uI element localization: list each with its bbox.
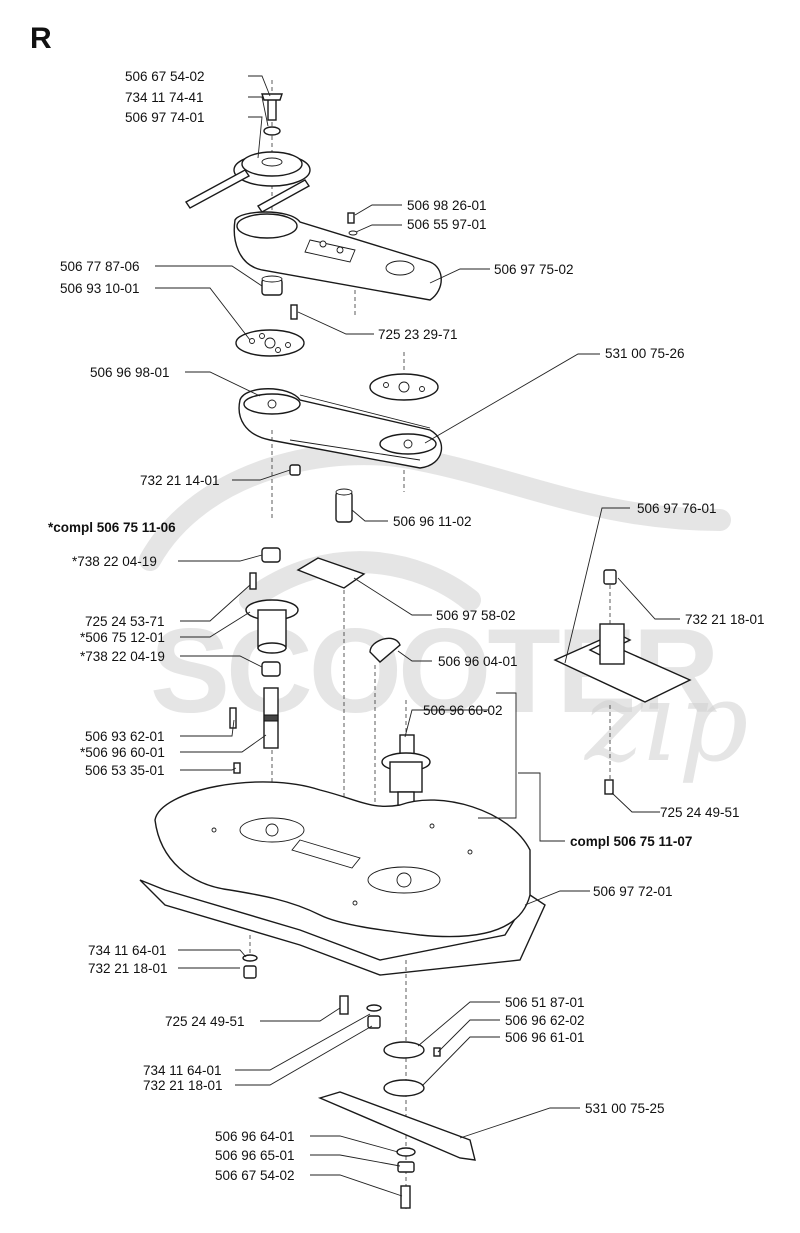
part-label: 734 11 74-41 (125, 90, 204, 105)
pulley-icon (383, 1041, 425, 1059)
washer-icon (242, 954, 258, 962)
part-label: 506 51 87-01 (505, 995, 585, 1010)
part-label: 506 96 04-01 (438, 654, 518, 669)
washer-icon (396, 1147, 416, 1157)
part-label: 725 24 49-51 (165, 1014, 245, 1029)
nut-icon (603, 569, 617, 585)
part-label: 506 97 72-01 (593, 884, 673, 899)
group-label: *compl 506 75 11-06 (48, 520, 176, 535)
bolt-icon (339, 995, 349, 1015)
group-label: compl 506 75 11-07 (570, 834, 692, 849)
mower-deck (139, 781, 546, 976)
part-label: 506 77 87-06 (60, 259, 140, 274)
top-pulley-assembly (184, 80, 311, 230)
belt-end-icon (184, 169, 251, 209)
clip-icon (369, 637, 401, 663)
nut-icon (289, 464, 301, 476)
part-label: 506 67 54-02 (215, 1168, 295, 1183)
bearing-icon (261, 661, 281, 677)
part-label: 725 24 49-51 (660, 805, 740, 820)
part-label: 732 21 14-01 (140, 473, 220, 488)
bearing-icon (261, 547, 281, 563)
nut-icon (367, 1015, 381, 1029)
part-label: *506 96 60-01 (80, 745, 165, 760)
part-label: 506 96 60-02 (423, 703, 503, 718)
bracket-icon (296, 557, 366, 589)
lower-hardware (242, 935, 476, 1210)
part-label: 506 53 35-01 (85, 763, 165, 778)
part-label: 732 21 18-01 (685, 612, 765, 627)
washer-icon (263, 126, 281, 136)
left-spindle-assembly (229, 547, 299, 830)
part-label: 506 96 64-01 (215, 1129, 295, 1144)
bolt-icon (249, 572, 257, 590)
belt-cover (233, 211, 442, 318)
spacer-icon (335, 491, 353, 523)
upper-spacers (235, 275, 305, 357)
part-label: 725 24 53-71 (85, 614, 165, 629)
toothed-belt-assembly (238, 352, 443, 520)
leader-lines (155, 75, 680, 1197)
bolt-icon (400, 1185, 411, 1209)
cover-opening (236, 213, 298, 239)
part-label: 506 93 62-01 (85, 729, 165, 744)
part-label: 732 21 18-01 (143, 1078, 223, 1093)
part-label: 506 97 74-01 (125, 110, 205, 125)
part-label: 506 96 65-01 (215, 1148, 295, 1163)
screw-icon (433, 1047, 441, 1057)
part-label: 506 97 58-02 (436, 608, 516, 623)
right-bracket-assembly (553, 569, 692, 795)
part-label: 506 67 54-02 (125, 69, 205, 84)
middle-spindle-assembly (381, 700, 431, 880)
washer-icon (366, 1004, 382, 1012)
part-label: 531 00 75-26 (605, 346, 685, 361)
part-label: 506 98 26-01 (407, 198, 487, 213)
part-label: 506 96 98-01 (90, 365, 170, 380)
part-label: *738 22 04-19 (72, 554, 157, 569)
part-label: 732 21 18-01 (88, 961, 168, 976)
part-label: 506 93 10-01 (60, 281, 140, 296)
bolt-icon (290, 304, 298, 320)
part-label: *738 22 04-19 (80, 649, 165, 664)
part-label: 725 23 29-71 (378, 327, 458, 342)
part-label: 531 00 75-25 (585, 1101, 665, 1116)
page-letter: R (30, 22, 52, 55)
part-label: 506 96 11-02 (393, 514, 472, 529)
bolt-icon (604, 779, 614, 795)
part-label: 506 97 76-01 (637, 501, 717, 516)
part-label: 734 11 64-01 (88, 943, 167, 958)
part-label: 506 55 97-01 (407, 217, 487, 232)
part-label: 506 96 62-02 (505, 1013, 585, 1028)
blade-icon (317, 1091, 476, 1161)
part-number-labels: 506 67 54-02 734 11 74-41 506 97 74-01 5… (48, 69, 765, 1183)
pin-icon (233, 762, 241, 774)
part-label: 734 11 64-01 (143, 1063, 222, 1078)
bracket-icon (553, 639, 692, 703)
part-label: 506 96 61-01 (505, 1030, 585, 1045)
screw-icon (347, 212, 355, 224)
part-label: *506 75 12-01 (80, 630, 165, 645)
part-label: 506 97 75-02 (494, 262, 574, 277)
nut-icon (243, 965, 257, 979)
bolt-icon (267, 97, 277, 121)
